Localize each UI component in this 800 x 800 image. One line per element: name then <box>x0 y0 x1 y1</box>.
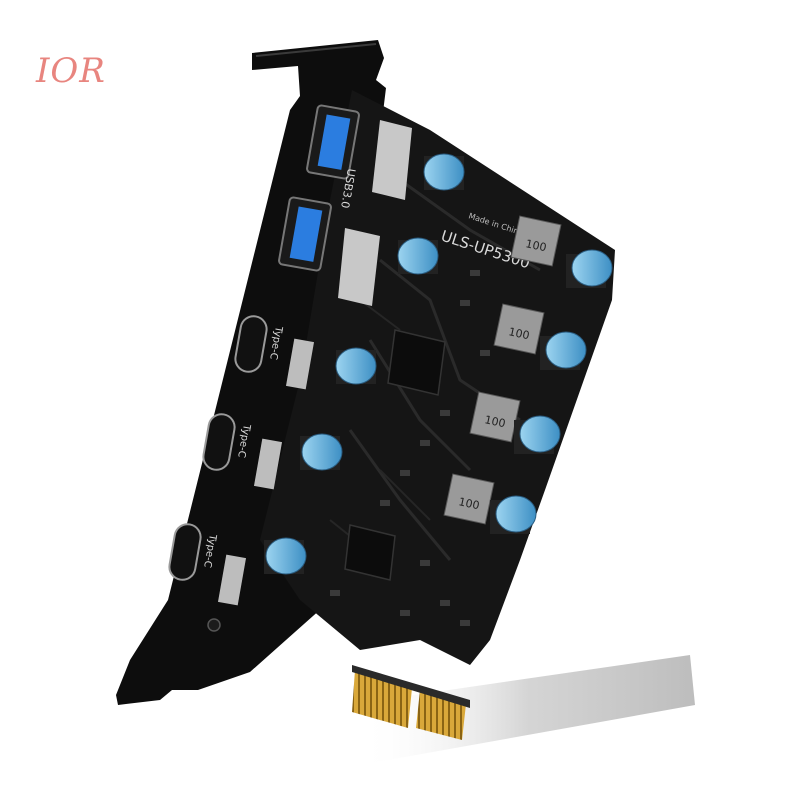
secondary-chip <box>344 524 396 581</box>
brand-logo: IOR <box>36 51 106 91</box>
inductor-4: 100 <box>443 473 495 525</box>
capacitor-4 <box>540 331 587 370</box>
capacitor-9 <box>264 537 307 575</box>
usb-a-port-1 <box>306 104 360 180</box>
type-c-port-1 <box>234 315 268 373</box>
usb-housing-2 <box>338 228 380 306</box>
svg-text:100: 100 <box>457 495 480 512</box>
svg-text:100: 100 <box>524 237 547 254</box>
inductor-1: 100 <box>510 215 562 267</box>
svg-text:100: 100 <box>507 325 530 342</box>
capacitor-8 <box>490 495 537 534</box>
type-c-housing-1 <box>285 338 315 390</box>
capacitor-2 <box>397 237 439 275</box>
usb-a-port-2 <box>278 196 332 272</box>
type-c-port-3 <box>168 523 202 581</box>
inductor-2: 100 <box>493 303 545 355</box>
controller-chip <box>387 329 446 396</box>
capacitor-6 <box>514 415 561 454</box>
capacitor-7 <box>300 433 343 471</box>
type-c-port-2 <box>202 413 236 471</box>
type-c-housing-2 <box>253 438 283 490</box>
smd-components <box>330 270 490 626</box>
floor-shadow <box>360 655 695 765</box>
usb-housing-1 <box>372 120 412 200</box>
svg-text:100: 100 <box>483 413 506 430</box>
pcie-connector <box>352 665 470 740</box>
type-c-housing-3 <box>217 554 247 606</box>
capacitor-5 <box>335 347 377 385</box>
capacitor-1 <box>423 153 465 191</box>
capacitor-3 <box>566 249 613 288</box>
inductor-3: 100 <box>469 391 521 443</box>
